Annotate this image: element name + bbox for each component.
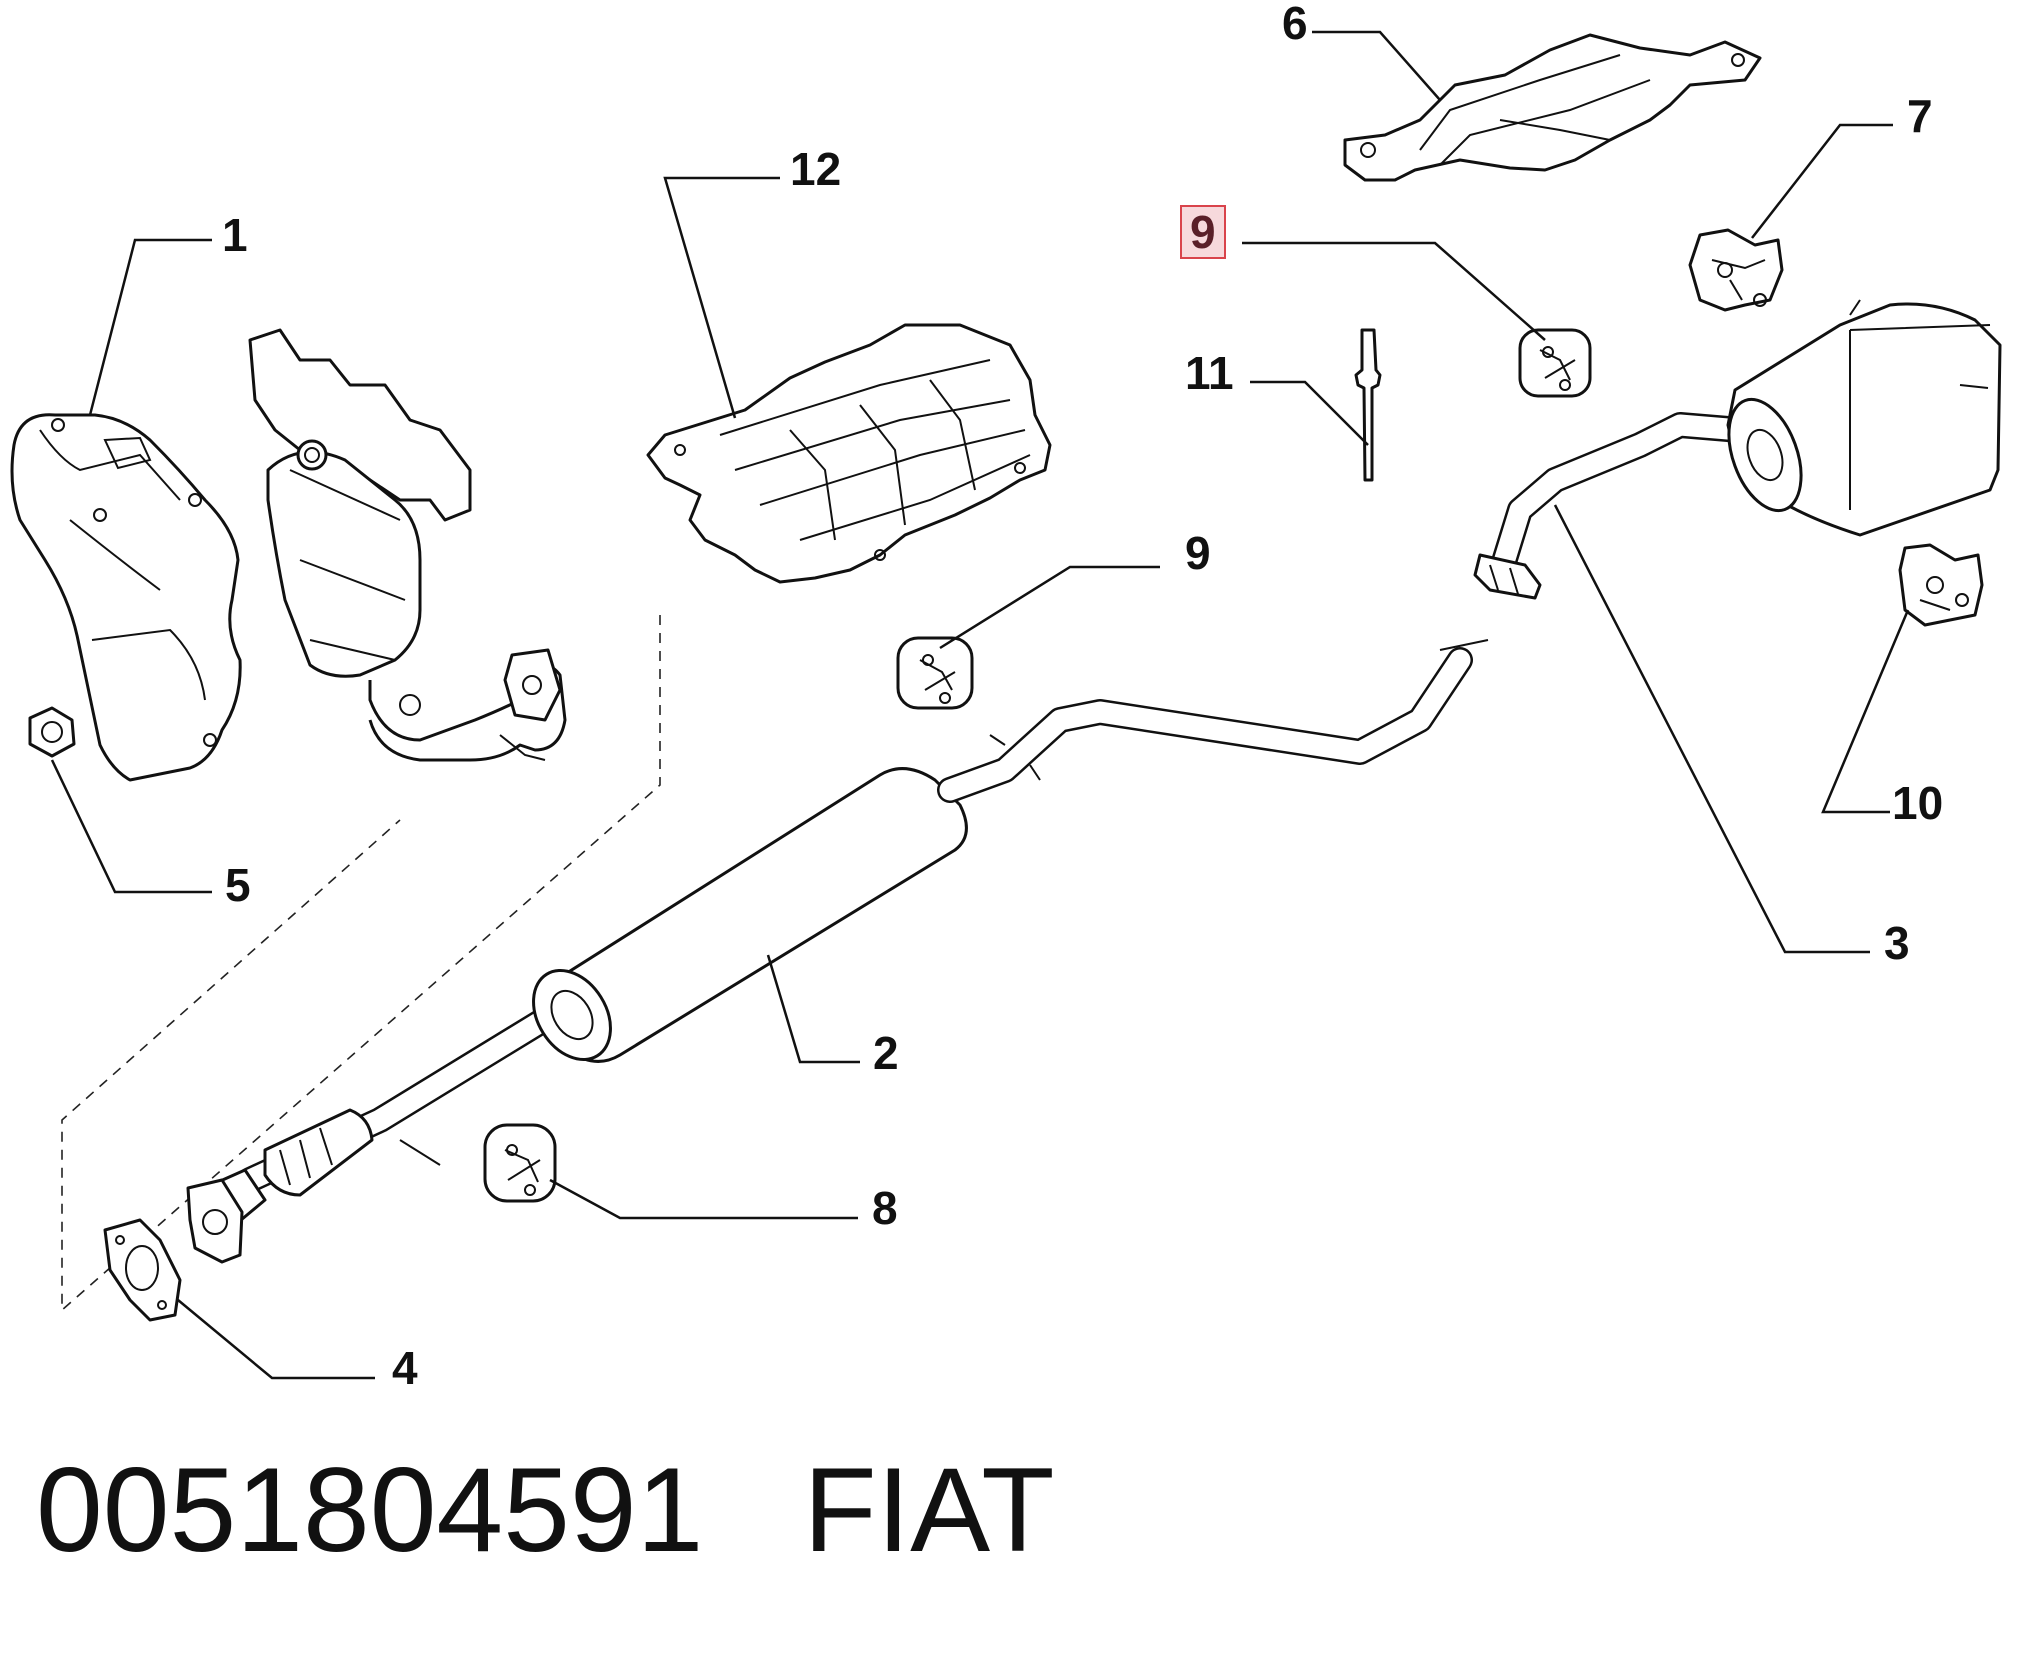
assembly-boundary-dashed	[61, 615, 661, 1312]
leader-5	[50, 759, 212, 894]
leader-3	[1553, 504, 1870, 954]
leader-12	[663, 176, 780, 419]
callout-12[interactable]: 12	[790, 143, 842, 195]
part-7-rubber-mount	[1688, 228, 1784, 312]
exhaust-manifold-catalyst	[248, 328, 567, 762]
callout-9[interactable]: 9	[1185, 527, 1211, 579]
callout-4[interactable]: 4	[392, 1342, 418, 1394]
leader-4	[177, 1299, 375, 1380]
leader-9b	[939, 565, 1160, 650]
leader-8	[549, 1178, 858, 1220]
leader-7	[1751, 123, 1893, 239]
part-number: 0051804591	[36, 1443, 704, 1577]
callout-3[interactable]: 3	[1884, 917, 1910, 969]
brand-name: FIAT	[803, 1443, 1055, 1577]
callout-2[interactable]: 2	[873, 1027, 899, 1079]
part-5-nut	[28, 706, 76, 758]
part-6-rear-heat-shield	[1343, 33, 1762, 182]
part-8-rubber-mount	[483, 1123, 557, 1203]
callout-9-highlighted[interactable]: 9	[1180, 205, 1226, 259]
callout-5[interactable]: 5	[225, 859, 251, 911]
part-4-gasket	[103, 1218, 182, 1322]
part-1-manifold-heat-shield	[10, 413, 242, 782]
leader-6	[1312, 30, 1441, 101]
callout-7[interactable]: 7	[1907, 90, 1933, 142]
leader-1	[88, 238, 212, 416]
part-12-tunnel-heat-shield	[646, 323, 1052, 584]
part-11-bolt	[1354, 328, 1382, 482]
part-3-rear-pipe-muffler	[1473, 299, 2002, 600]
callout-11[interactable]: 11	[1185, 347, 1234, 399]
callout-10[interactable]: 10	[1892, 777, 1944, 829]
leader-10	[1821, 609, 1910, 814]
callout-8[interactable]: 8	[872, 1182, 898, 1234]
part-2-intermediate-pipe-muffler	[186, 639, 1489, 1264]
leader-lines	[50, 30, 1910, 1380]
leader-9a	[1242, 241, 1546, 341]
part-10-rubber-mount	[1898, 543, 1984, 627]
callout-1[interactable]: 1	[222, 209, 248, 261]
part-caption: 0051804591 FIAT	[36, 1450, 1055, 1570]
leader-11	[1250, 380, 1369, 446]
leader-2	[766, 954, 860, 1064]
callout-6[interactable]: 6	[1282, 0, 1308, 49]
part-9-rubber-mount-lower	[896, 636, 974, 710]
part-9-rubber-mount-upper	[1518, 328, 1592, 398]
